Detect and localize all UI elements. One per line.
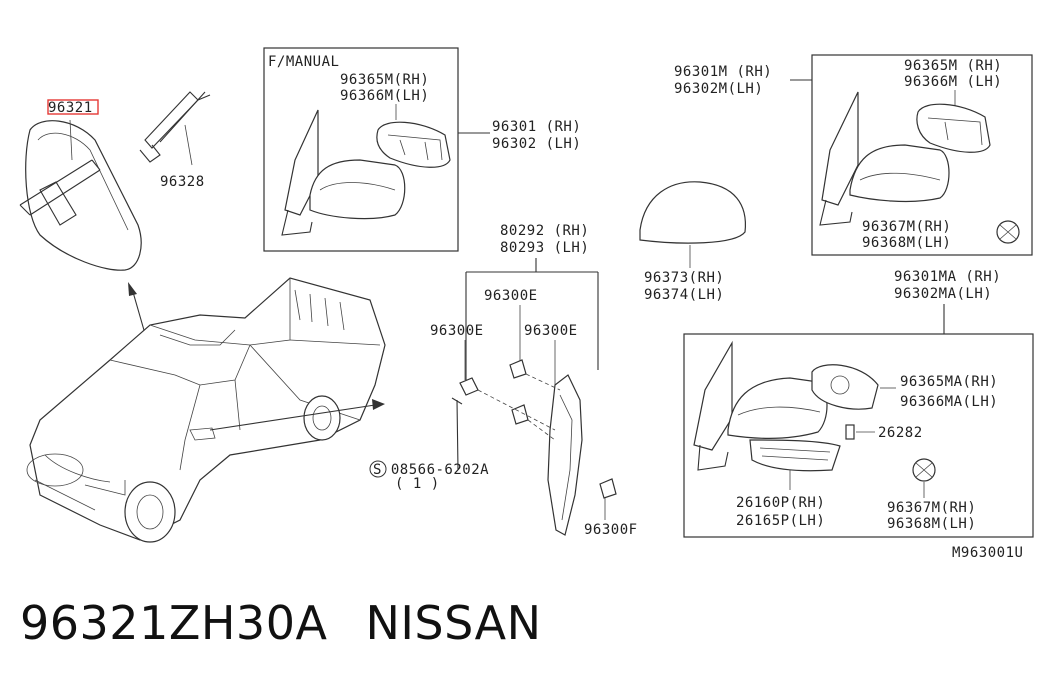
power-mirror-motor[interactable]	[996, 220, 1020, 244]
arrow-head	[128, 282, 137, 296]
clips[interactable]	[459, 359, 617, 499]
label-cap-lh: 96374(LH)	[644, 287, 724, 303]
arrow-head	[372, 399, 385, 410]
manual-mirror-glass[interactable]	[376, 121, 451, 168]
label-power-motor-lh: 96368M(LH)	[862, 235, 951, 251]
label-clip-96300e-3: 96300E	[524, 323, 578, 339]
manual-mirror-box	[263, 47, 459, 252]
label-96321: 96321	[48, 100, 93, 116]
figure-code: M963001U	[952, 545, 1023, 561]
bracket-96328[interactable]	[139, 91, 211, 166]
ma-mirror-box	[683, 333, 1034, 538]
label-cover-80292: 80292 (RH)	[500, 223, 589, 239]
label-manual-glass-lh: 96366M(LH)	[340, 88, 429, 104]
label-ma-motor-rh: 96367M(RH)	[887, 500, 976, 516]
door-corner-cover[interactable]	[547, 374, 583, 536]
label-power-glass-lh: 96366M (LH)	[904, 74, 1002, 90]
label-f-manual: F/MANUAL	[268, 54, 339, 70]
label-power-glass-rh: 96365M (RH)	[904, 58, 1002, 74]
label-ma-mirror-rh: 96301MA (RH)	[894, 269, 1001, 285]
label-96328: 96328	[160, 174, 205, 190]
caption-part-number: 96321ZH30A	[20, 596, 328, 650]
power-mirror-assembly[interactable]	[819, 91, 950, 226]
label-ma-glass-rh: 96365MA(RH)	[900, 374, 998, 390]
label-cover-80293: 80293 (LH)	[500, 240, 589, 256]
label-power-motor-rh: 96367M(RH)	[862, 219, 951, 235]
bulb-26282[interactable]	[845, 424, 855, 440]
label-power-mirror-rh: 96301M (RH)	[674, 64, 772, 80]
mirror-cap[interactable]	[639, 181, 747, 244]
label-lamp-26282: 26282	[878, 425, 923, 441]
label-clip-96300e-1: 96300E	[484, 288, 538, 304]
label-manual-glass-rh: 96365M(RH)	[340, 72, 429, 88]
caption-brand: NISSAN	[365, 596, 542, 650]
label-clip-96300f: 96300F	[584, 522, 638, 538]
label-screw: S 08566-6202A	[373, 462, 489, 478]
turn-signal-lamp[interactable]	[749, 439, 841, 472]
ma-mirror-assembly[interactable]	[693, 340, 828, 471]
label-ma-glass-lh: 96366MA(LH)	[900, 394, 998, 410]
label-clip-96300e-2: 96300E	[430, 323, 484, 339]
highlight-box	[47, 99, 99, 115]
label-cap-rh: 96373(RH)	[644, 270, 724, 286]
inside-mirror-96321[interactable]	[19, 119, 142, 271]
label-manual-mirror-lh: 96302 (LH)	[492, 136, 581, 152]
label-ma-motor-lh: 96368M(LH)	[887, 516, 976, 532]
pointer-line	[209, 404, 376, 431]
ma-mirror-motor[interactable]	[912, 458, 936, 482]
label-power-mirror-lh: 96302M(LH)	[674, 81, 763, 97]
ma-mirror-glass[interactable]	[811, 364, 879, 410]
label-ma-mirror-lh: 96302MA(LH)	[894, 286, 992, 302]
truck-illustration	[26, 277, 386, 543]
manual-mirror-assembly[interactable]	[281, 109, 406, 236]
label-screw-qty: ( 1 )	[395, 476, 440, 492]
label-manual-mirror-rh: 96301 (RH)	[492, 119, 581, 135]
label-turn-lamp-lh: 26165P(LH)	[736, 513, 825, 529]
power-mirror-box	[811, 54, 1033, 256]
power-mirror-glass[interactable]	[916, 103, 991, 153]
label-turn-lamp-rh: 26160P(RH)	[736, 495, 825, 511]
part-caption: 96321ZH30A NISSAN	[20, 596, 580, 650]
